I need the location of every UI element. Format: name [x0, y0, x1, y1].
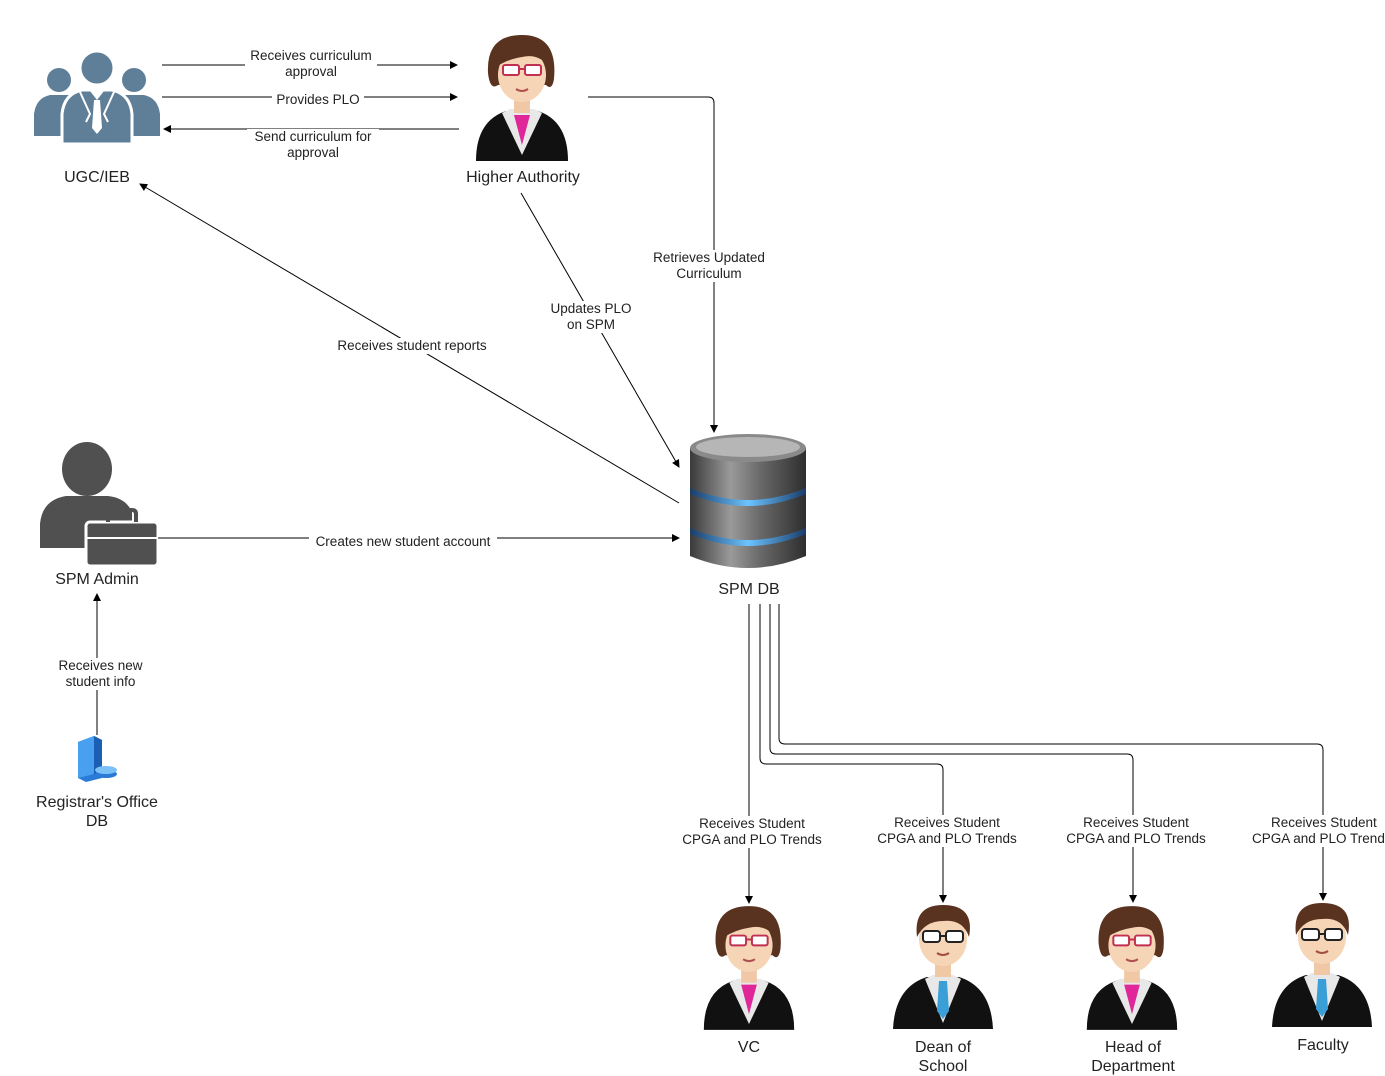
- edge-label-updates-plo: Updates PLO on SPM: [545, 301, 637, 333]
- edge-label-receives-new: Receives new student info: [52, 658, 149, 690]
- edge-label-receives-new-line1: Receives new: [58, 658, 143, 673]
- edge-trends-dean: [759, 604, 947, 903]
- edge-label-trends-vc: Receives Student CPGA and PLO Trends: [676, 816, 828, 848]
- edge-label-receives-new-line2: student info: [65, 674, 136, 689]
- edge-label-receives-approval-line2: approval: [285, 64, 337, 79]
- edge-label-retrieves-line1: Retrieves Updated: [653, 250, 765, 265]
- admin-briefcase-icon: [40, 442, 158, 566]
- edge-label-receives-approval: Receives curriculum approval: [245, 48, 377, 80]
- edge-label-trends-vc-line1: Receives Student: [699, 816, 805, 831]
- edge-label-trends-dean-line2: CPGA and PLO Trends: [877, 831, 1017, 846]
- node-label-ugc: UGC/IEB: [64, 169, 130, 186]
- edge-label-retrieves-line2: Curriculum: [676, 266, 742, 281]
- edge-label-trends-vc-line2: CPGA and PLO Trends: [682, 832, 822, 847]
- node-label-hod-line1: Head of: [1104, 1039, 1162, 1056]
- edge-label-trends-faculty-line2: CPGA and PLO Trends: [1252, 831, 1385, 846]
- node-label-vc: VC: [737, 1039, 761, 1056]
- edge-label-trends-faculty-line1: Receives Student: [1271, 815, 1377, 830]
- edge-trends-hod: [769, 604, 1137, 903]
- female-user-icon: [476, 35, 568, 161]
- node-label-spm-db: SPM DB: [718, 581, 780, 598]
- database-icon: [690, 434, 806, 568]
- female-user-icon-vc: [703, 906, 795, 1030]
- edge-label-trends-faculty: Receives Student CPGA and PLO Trends: [1250, 815, 1385, 847]
- edge-label-trends-hod: Receives Student CPGA and PLO Trends: [1060, 815, 1212, 847]
- edge-label-retrieves: Retrieves Updated Curriculum: [647, 250, 771, 282]
- edge-label-receives-approval-line1: Receives curriculum: [250, 48, 372, 63]
- node-label-registrar-line2: DB: [85, 813, 109, 830]
- node-label-hod: Head of Department: [1073, 1038, 1193, 1076]
- node-label-faculty: Faculty: [1297, 1037, 1349, 1054]
- edge-label-creates-account: Creates new student account: [309, 534, 497, 550]
- edge-label-send-curriculum: Send curriculum for approval: [247, 129, 379, 161]
- node-label-registrar-line1: Registrar's Office: [36, 794, 158, 811]
- node-label-spm-admin: SPM Admin: [55, 571, 139, 588]
- edge-trends-faculty: [778, 604, 1327, 901]
- user-group-icon: [34, 49, 160, 146]
- node-label-registrar: Registrar's Office DB: [17, 793, 177, 831]
- edge-label-receives-reports: Receives student reports: [331, 338, 493, 354]
- edge-label-provides-plo: Provides PLO: [272, 92, 364, 108]
- edge-retrieves-curriculum: [588, 96, 718, 433]
- node-label-higher-authority: Higher Authority: [466, 169, 580, 186]
- edge-label-trends-hod-line2: CPGA and PLO Trends: [1066, 831, 1206, 846]
- male-user-icon-dean: [893, 905, 993, 1029]
- edge-label-updates-plo-line1: Updates PLO: [550, 301, 632, 316]
- edge-label-send-curriculum-line2: approval: [287, 145, 339, 160]
- server-database-icon: [78, 736, 117, 782]
- node-label-dean-line2: School: [918, 1058, 968, 1075]
- edge-label-trends-dean-line1: Receives Student: [894, 815, 1000, 830]
- node-label-hod-line2: Department: [1091, 1058, 1175, 1075]
- female-user-icon-hod: [1086, 906, 1178, 1030]
- edge-label-trends-dean: Receives Student CPGA and PLO Trends: [871, 815, 1023, 847]
- edge-label-updates-plo-line2: on SPM: [566, 317, 616, 332]
- edge-label-trends-hod-line1: Receives Student: [1083, 815, 1189, 830]
- node-label-dean-line1: Dean of: [914, 1039, 972, 1056]
- edge-label-send-curriculum-line1: Send curriculum for: [254, 129, 372, 144]
- node-label-dean: Dean of School: [893, 1038, 993, 1076]
- male-user-icon-faculty: [1272, 903, 1372, 1027]
